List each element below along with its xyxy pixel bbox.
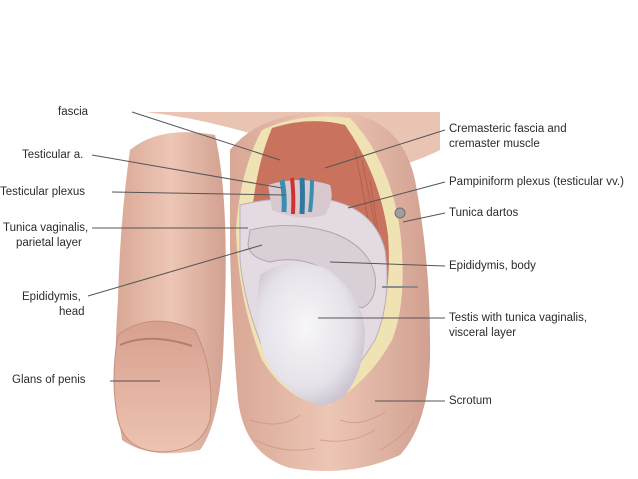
testis	[257, 262, 365, 406]
label-scrotum: Scrotum	[449, 395, 492, 407]
label-tunica-vaginalis-parietal-1: Tunica vaginalis,	[3, 222, 89, 234]
label-fascia: fascia	[58, 106, 89, 118]
glans-of-penis	[113, 320, 212, 453]
label-cremasteric-1: Cremasteric fascia and	[449, 123, 567, 135]
label-cremasteric-2: cremaster muscle	[449, 138, 540, 150]
label-testis-1: Testis with tunica vaginalis,	[449, 312, 588, 324]
label-tunica-vaginalis-parietal-2: parietal layer	[16, 237, 82, 249]
label-tunica-dartos: Tunica dartos	[449, 207, 519, 219]
label-epididymis-head-2: head	[59, 306, 85, 318]
label-epididymis-head-1: Epididymis,	[22, 291, 81, 303]
label-glans-of-penis: Glans of penis	[12, 374, 86, 386]
label-pampiniform-plexus: Pampiniform plexus (testicular vv.)	[449, 176, 624, 188]
label-testis-2: visceral layer	[449, 327, 517, 339]
label-testicular-artery: Testicular a.	[22, 149, 84, 161]
label-testicular-plexus: Testicular plexus	[0, 186, 86, 198]
pampiniform-vessels	[279, 177, 314, 215]
leader-lines	[87, 111, 446, 402]
label-epididymis-body: Epididymis, body	[449, 260, 536, 272]
